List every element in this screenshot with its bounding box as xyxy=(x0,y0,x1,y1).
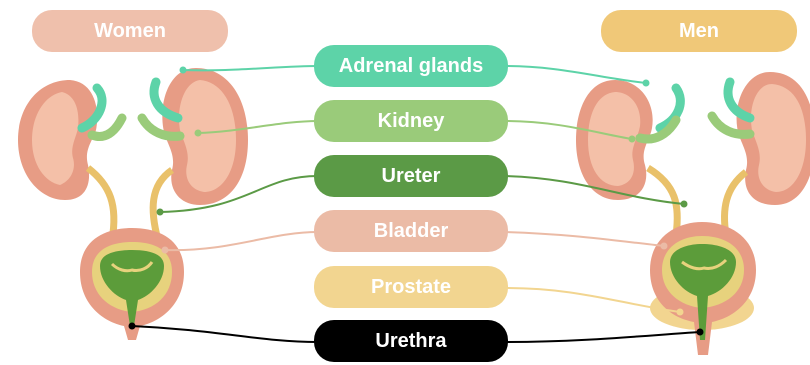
label-adrenal-glands: Adrenal glands xyxy=(314,45,508,87)
label-urethra: Urethra xyxy=(314,320,508,362)
connector-adrenal-men xyxy=(505,66,646,83)
label-ureter-text: Ureter xyxy=(382,165,441,188)
connector-urethra-women xyxy=(132,326,318,342)
label-kidney-text: Kidney xyxy=(378,110,445,133)
women-header-label: Women xyxy=(94,20,166,43)
label-adrenal-glands-text: Adrenal glands xyxy=(339,55,483,78)
connector-urethra-men xyxy=(505,332,700,342)
connector-adrenal-women xyxy=(183,66,318,70)
label-ureter: Ureter xyxy=(314,155,508,197)
label-kidney: Kidney xyxy=(314,100,508,142)
label-bladder: Bladder xyxy=(314,210,508,252)
women-left-ureter xyxy=(88,168,114,240)
label-prostate: Prostate xyxy=(314,266,508,308)
men-header-label: Men xyxy=(679,20,719,43)
women-header: Women xyxy=(32,10,228,52)
men-right-ureter xyxy=(724,172,746,235)
men-header: Men xyxy=(601,10,797,52)
connector-bladder-men xyxy=(505,232,664,246)
women-figure xyxy=(18,68,248,340)
connector-bladder-women xyxy=(165,232,318,250)
label-urethra-text: Urethra xyxy=(375,330,446,353)
women-right-ureter xyxy=(153,170,172,240)
label-bladder-text: Bladder xyxy=(374,220,448,243)
men-figure xyxy=(576,72,810,355)
label-prostate-text: Prostate xyxy=(371,276,451,299)
